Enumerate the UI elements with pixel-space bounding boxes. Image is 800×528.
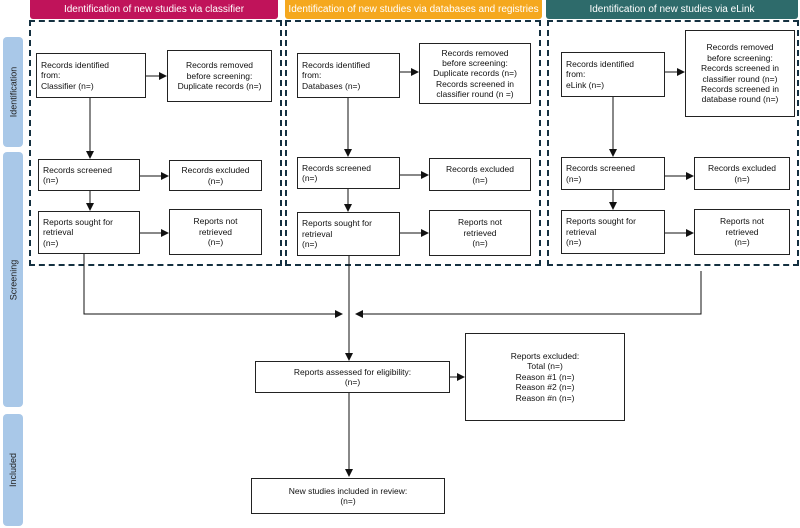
classifier-group-outline bbox=[29, 20, 282, 266]
classifier-records-screened: Records screened(n=) bbox=[38, 159, 140, 191]
databases-group-outline bbox=[285, 20, 541, 266]
elink-records-excluded: Records excluded(n=) bbox=[694, 157, 790, 190]
databases-records-screened: Records screened(n=) bbox=[297, 157, 400, 189]
elink-records-screened: Records screened(n=) bbox=[561, 157, 665, 190]
classifier-records-excluded: Records excluded(n=) bbox=[169, 160, 262, 191]
side-label-screening: Screening bbox=[3, 152, 23, 407]
header-classifier: Identification of new studies via classi… bbox=[30, 0, 278, 19]
new-studies-included: New studies included in review:(n=) bbox=[251, 478, 445, 514]
databases-records-excluded: Records excluded(n=) bbox=[429, 158, 531, 191]
header-databases: Identification of new studies via databa… bbox=[285, 0, 542, 19]
reports-excluded: Reports excluded:Total (n=)Reason #1 (n=… bbox=[465, 333, 625, 421]
side-label-included: Included bbox=[3, 414, 23, 526]
side-label-identification: Identification bbox=[3, 37, 23, 147]
reports-assessed-eligibility: Reports assessed for eligibility:(n=) bbox=[255, 361, 450, 393]
elink-group-outline bbox=[547, 20, 799, 266]
header-elink: Identification of new studies via eLink bbox=[546, 0, 798, 19]
